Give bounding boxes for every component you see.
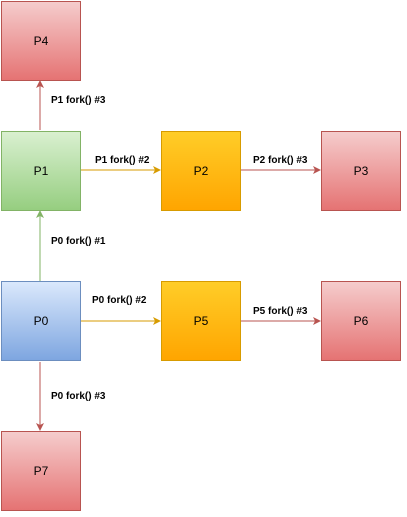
edge-label-p0-p1: P0 fork() #1 [51, 236, 106, 248]
edge-label-p0-p5: P0 fork() #2 [92, 295, 147, 307]
node-p4-label: P4 [33, 34, 49, 48]
node-p5: P5 [161, 281, 241, 361]
edge-label-p1-p2: P1 fork() #2 [95, 155, 150, 167]
node-p2: P2 [161, 131, 241, 211]
edge-label-p5-p6: P5 fork() #3 [253, 306, 308, 318]
node-p1-label: P1 [33, 164, 49, 178]
node-p7: P7 [1, 431, 81, 511]
node-p0-label: P0 [33, 314, 49, 328]
node-p5-label: P5 [193, 314, 209, 328]
node-p0: P0 [1, 281, 81, 361]
edge-label-p1-p4: P1 fork() #3 [51, 95, 106, 107]
node-p6: P6 [321, 281, 401, 361]
edge-label-p2-p3: P2 fork() #3 [253, 155, 308, 167]
node-p2-label: P2 [193, 164, 209, 178]
node-p7-label: P7 [33, 464, 49, 478]
node-p4: P4 [1, 1, 81, 81]
node-p1: P1 [1, 131, 81, 211]
node-p6-label: P6 [353, 314, 369, 328]
edge-label-p0-p7: P0 fork() #3 [51, 391, 106, 403]
node-p3-label: P3 [353, 164, 369, 178]
node-p3: P3 [321, 131, 401, 211]
